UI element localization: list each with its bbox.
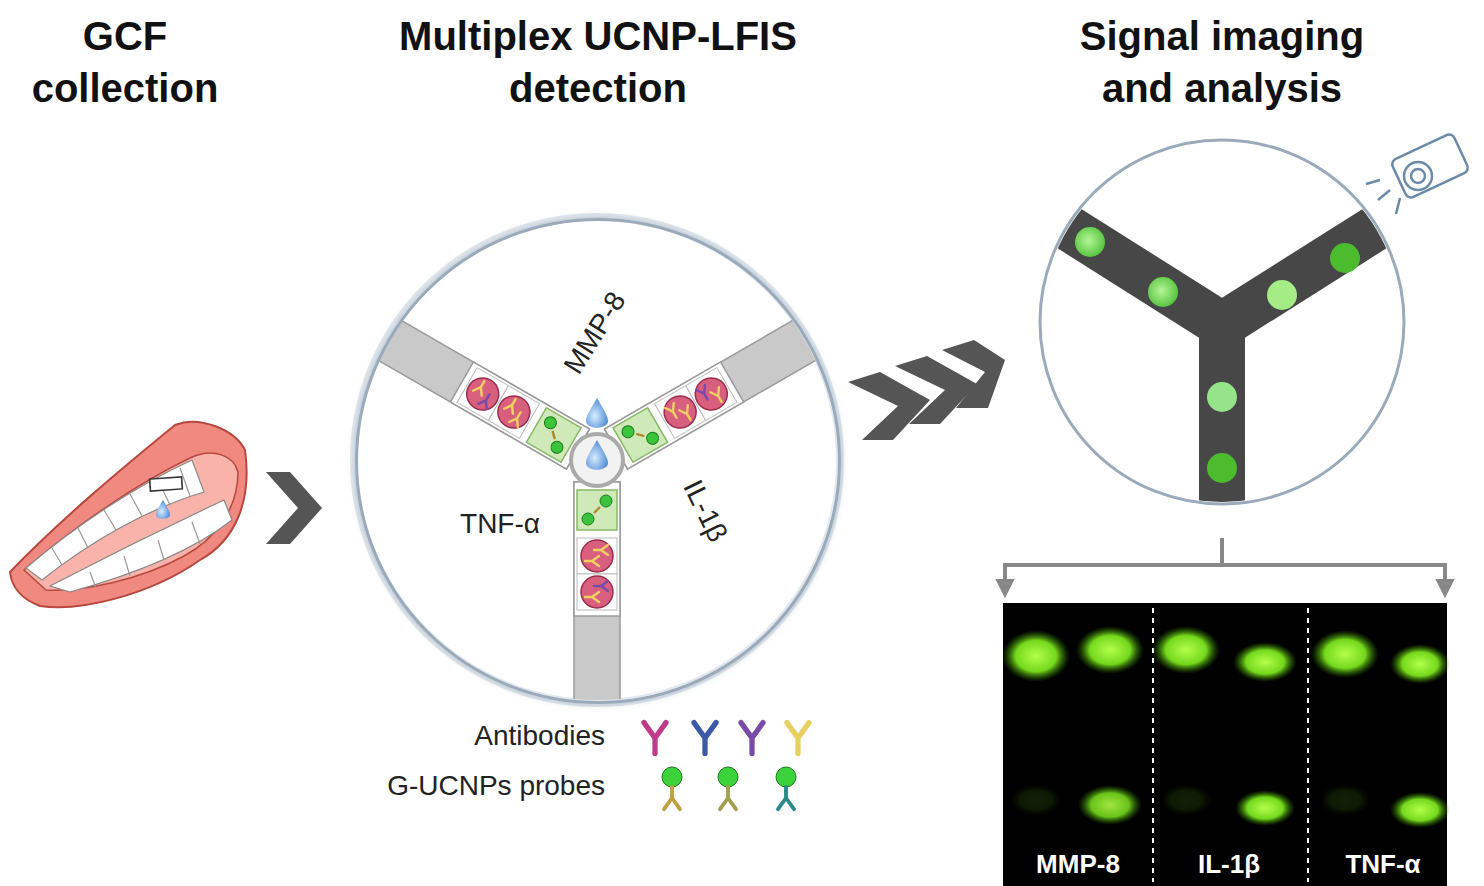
mouth-illustration: [10, 422, 247, 607]
fluorescence-image: [1076, 626, 1144, 674]
triple-chevron-arrow: [895, 356, 977, 424]
signal-readout-circle: [1040, 210, 1404, 510]
triple-chevron-arrow: [848, 372, 930, 440]
signal-readout-circle: [1040, 140, 1404, 510]
legend-samples: [787, 723, 809, 754]
fluorescence-image: [1307, 608, 1309, 882]
signal-readout-circle: [1330, 243, 1360, 273]
split-bracket: [1220, 538, 1224, 565]
legend-samples: [720, 787, 736, 809]
split-bracket: [997, 538, 1453, 596]
strip-label: IL-1β: [677, 475, 734, 547]
camera-icon: [1366, 133, 1470, 214]
fluorescence-image: [1002, 630, 1070, 682]
chevron-arrow: [266, 472, 322, 544]
signal-readout-circle: [1075, 227, 1105, 257]
fluorescence-image: [1319, 784, 1371, 816]
assay-disc: MMP-8IL-1β TNF-α: [355, 218, 841, 704]
signal-readout-circle: [1040, 210, 1222, 325]
strip-label: TNF-α: [460, 508, 540, 540]
triple-chevron-arrow: [848, 340, 1005, 440]
legend-samples: [741, 723, 763, 754]
signal-readout-circle: [1267, 280, 1297, 310]
legend-text: Antibodies: [474, 720, 605, 752]
column-heading: GCF collection: [0, 10, 250, 114]
signal-readout-circle: [1199, 305, 1245, 510]
image-panel: MMP-8 IL-1β TNF-α: [1003, 603, 1447, 886]
legend-samples: [694, 723, 716, 754]
legend-samples: [662, 767, 682, 787]
fluorescence-image: [1390, 792, 1450, 828]
legend-samples: [664, 787, 680, 809]
mouth-illustration: [90, 522, 200, 588]
mouth-illustration: [150, 477, 183, 491]
legend-samples: [644, 723, 809, 810]
fluorescence-image: [1160, 784, 1212, 816]
fluorescence-image: [1233, 642, 1297, 682]
split-bracket: [1005, 565, 1445, 584]
legend-text: G-UCNPs probes: [387, 770, 605, 802]
fluorescence-image: [1078, 785, 1142, 825]
triple-chevron-arrow: [942, 340, 1005, 408]
mouth-illustration: [50, 500, 232, 592]
lateral-flow-strips: [574, 482, 620, 702]
fluorescence-image: [1002, 603, 1450, 886]
fluorescence-image: [1235, 790, 1295, 826]
strip-label: MMP-8: [558, 286, 633, 379]
column-heading: Signal imaging and analysis: [1042, 10, 1402, 114]
split-bracket: [997, 580, 1453, 596]
legend-samples: [776, 767, 796, 787]
camera-icon: [1366, 180, 1400, 214]
legend-samples: [778, 787, 794, 809]
signal-readout-circle: [1207, 453, 1237, 483]
camera-icon: [1404, 162, 1432, 190]
panel-label: IL-1β: [1198, 849, 1260, 880]
lateral-flow-strips: [354, 217, 840, 703]
lateral-flow-strips: [586, 398, 608, 428]
signal-readout-circle: [1222, 210, 1404, 325]
panel-label: MMP-8: [1036, 849, 1120, 880]
signal-readout-circle: [1148, 277, 1178, 307]
lateral-flow-strips: [376, 319, 590, 469]
fluorescence-image: [1311, 630, 1379, 678]
lateral-flow-strips: [376, 319, 818, 702]
legend-samples: [718, 767, 738, 787]
lateral-flow-strips: [354, 217, 840, 703]
legend-samples: [644, 723, 666, 754]
lateral-flow-strips: [605, 319, 819, 469]
camera-icon: [1390, 133, 1469, 200]
column-heading: Multiplex UCNP-LFIS detection: [398, 10, 798, 114]
lateral-flow-strips: [586, 440, 608, 470]
camera-icon: [1411, 169, 1425, 183]
panel-label: TNF-α: [1345, 849, 1420, 880]
signal-readout-circle: [1207, 382, 1237, 412]
fluorescence-image: [1010, 784, 1062, 816]
fluorescence-image: [1390, 644, 1450, 684]
fluorescence-image: [1003, 603, 1447, 886]
lateral-flow-strips: [571, 434, 623, 486]
mouth-illustration: [10, 422, 247, 607]
mouth-illustration: [156, 500, 170, 519]
fluorescence-image: [1152, 626, 1220, 674]
